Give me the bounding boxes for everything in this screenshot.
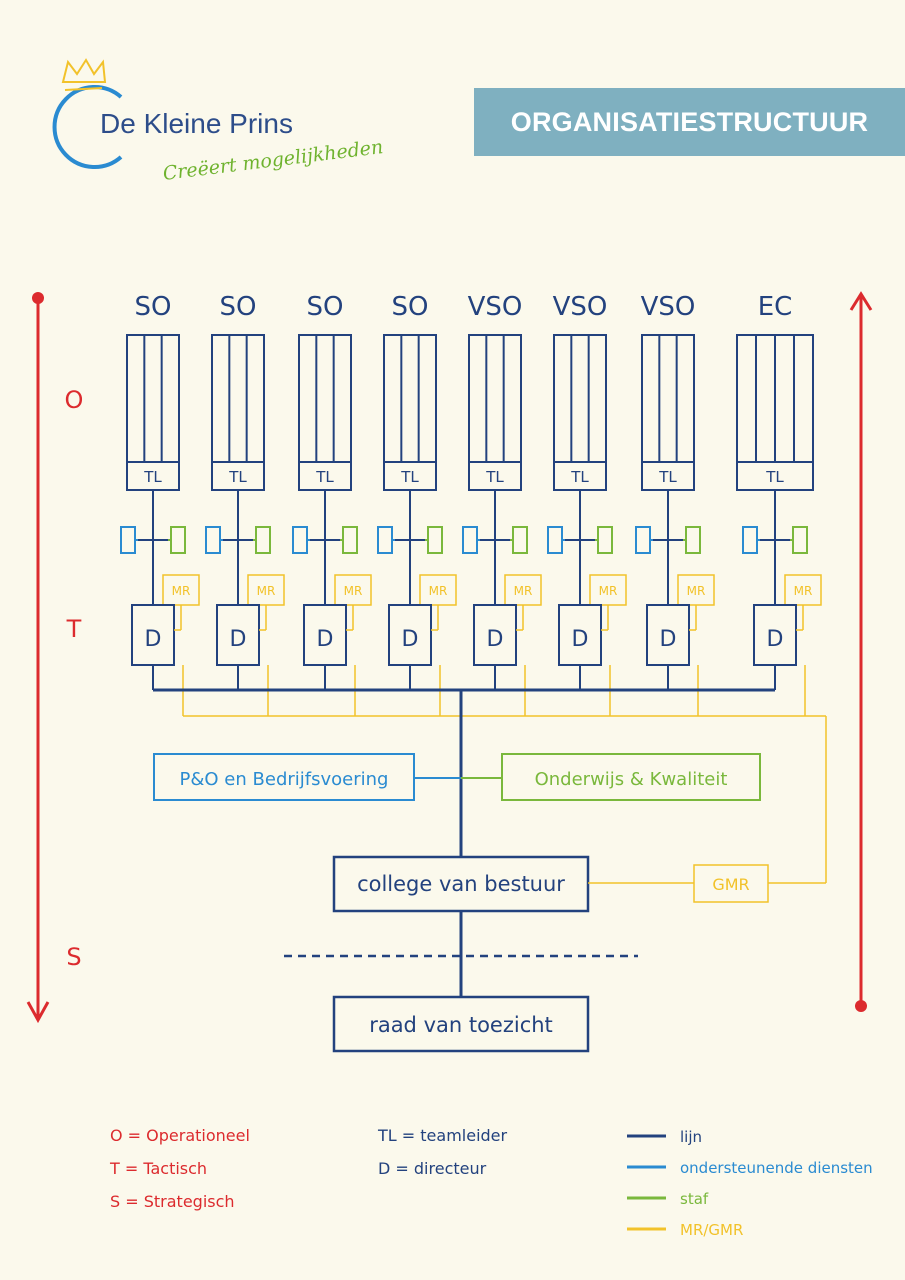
school-support-box-1 bbox=[205, 526, 221, 554]
school-mr-label-3: MR bbox=[429, 584, 448, 598]
school-staff-box-5 bbox=[597, 526, 613, 554]
school-mr-label-6: MR bbox=[687, 584, 706, 598]
school-staff-box-4 bbox=[512, 526, 528, 554]
school-tl-label-4: TL bbox=[485, 468, 504, 486]
legend-level-1: T = Tactisch bbox=[109, 1159, 207, 1178]
legend-level-2: S = Strategisch bbox=[110, 1192, 235, 1211]
axis-label-s: S bbox=[66, 943, 81, 971]
cvb-label: college van bestuur bbox=[357, 872, 565, 896]
school-support-box-4 bbox=[462, 526, 478, 554]
school-director-label-6: D bbox=[660, 627, 677, 652]
legend-level-0: O = Operationeel bbox=[110, 1126, 250, 1145]
logo-name: De Kleine Prins bbox=[100, 108, 293, 139]
school-support-box-2 bbox=[292, 526, 308, 554]
school-label-1: SO bbox=[220, 292, 257, 322]
school-team-block-3 bbox=[383, 334, 437, 491]
axis-left-dot bbox=[32, 292, 44, 304]
school-mr-label-2: MR bbox=[344, 584, 363, 598]
school-tl-label-5: TL bbox=[570, 468, 589, 486]
school-staff-box-1 bbox=[255, 526, 271, 554]
school-mr-label-0: MR bbox=[172, 584, 191, 598]
school-director-label-1: D bbox=[230, 627, 247, 652]
rvt-box bbox=[332, 995, 590, 1053]
school-mr-label-4: MR bbox=[514, 584, 533, 598]
legend-line-label-1: ondersteunende diensten bbox=[680, 1159, 873, 1177]
school-tl-label-6: TL bbox=[658, 468, 677, 486]
school-director-label-5: D bbox=[572, 627, 589, 652]
page-title: ORGANISATIESTRUCTUUR bbox=[474, 88, 905, 156]
school-support-box-5 bbox=[547, 526, 563, 554]
school-director-label-3: D bbox=[402, 627, 419, 652]
school-label-0: SO bbox=[135, 292, 172, 322]
school-support-box-0 bbox=[120, 526, 136, 554]
ok-box-label: Onderwijs & Kwaliteit bbox=[535, 769, 728, 790]
legend-role-1: D = directeur bbox=[378, 1159, 487, 1178]
school-team-block-5 bbox=[553, 334, 607, 491]
school-mr-label-1: MR bbox=[257, 584, 276, 598]
school-director-label-4: D bbox=[487, 627, 504, 652]
axis-label-o: O bbox=[65, 386, 84, 414]
school-staff-box-2 bbox=[342, 526, 358, 554]
legend-line-label-3: MR/GMR bbox=[680, 1221, 743, 1239]
school-tl-label-7: TL bbox=[765, 468, 784, 486]
school-mr-label-5: MR bbox=[599, 584, 618, 598]
gmr-label: GMR bbox=[712, 875, 749, 894]
school-staff-box-7 bbox=[792, 526, 808, 554]
school-tl-label-1: TL bbox=[228, 468, 247, 486]
school-support-box-6 bbox=[635, 526, 651, 554]
school-team-block-2 bbox=[298, 334, 352, 491]
school-tl-label-0: TL bbox=[143, 468, 162, 486]
school-label-6: VSO bbox=[641, 292, 696, 322]
school-team-block-6 bbox=[641, 334, 695, 491]
legend-line-label-0: lijn bbox=[680, 1128, 702, 1146]
school-team-block-1 bbox=[211, 334, 265, 491]
school-support-box-3 bbox=[377, 526, 393, 554]
school-director-label-7: D bbox=[767, 627, 784, 652]
po-box-label: P&O en Bedrijfsvoering bbox=[180, 769, 389, 790]
school-director-label-0: D bbox=[145, 627, 162, 652]
school-staff-box-6 bbox=[685, 526, 701, 554]
school-label-2: SO bbox=[307, 292, 344, 322]
axis-label-t: T bbox=[66, 615, 82, 643]
school-director-label-2: D bbox=[317, 627, 334, 652]
school-label-5: VSO bbox=[553, 292, 608, 322]
school-label-3: SO bbox=[392, 292, 429, 322]
legend-role-0: TL = teamleider bbox=[377, 1126, 508, 1145]
rvt-label: raad van toezicht bbox=[369, 1013, 553, 1037]
logo-icon bbox=[52, 58, 123, 169]
school-staff-box-3 bbox=[427, 526, 443, 554]
axis-left-arrow bbox=[26, 1001, 50, 1024]
school-team-block-4 bbox=[468, 334, 522, 491]
school-staff-box-0 bbox=[170, 526, 186, 554]
school-team-block-0 bbox=[126, 334, 180, 491]
school-mr-label-7: MR bbox=[794, 584, 813, 598]
legend-line-label-2: staf bbox=[680, 1190, 709, 1208]
school-tl-label-2: TL bbox=[315, 468, 334, 486]
gmr-box bbox=[693, 864, 769, 903]
school-label-7: EC bbox=[758, 292, 793, 322]
axis-right-dot bbox=[855, 1000, 867, 1012]
axis-right-arrow bbox=[849, 291, 873, 311]
school-support-box-7 bbox=[742, 526, 758, 554]
school-tl-label-3: TL bbox=[400, 468, 419, 486]
school-label-4: VSO bbox=[468, 292, 523, 322]
